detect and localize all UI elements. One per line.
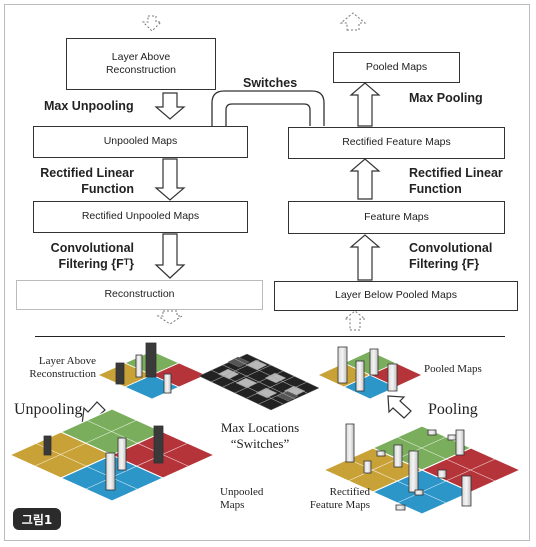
figure-tag: 그림1 [13,508,61,530]
label-relu-right: Rectified Linear Function [409,166,503,197]
text-unpooling: Unpooling [14,401,83,418]
dashed-output-arrow-left [156,310,184,325]
grid-switches-lines [210,358,308,405]
grid-unpooled-lines [34,419,189,490]
text-layer-above: Layer Above Reconstruction [29,355,96,380]
figure-frame [4,4,530,541]
label-relu-left: Rectified Linear Function [40,166,134,197]
bars-unpooled [43,425,164,491]
down-arrow-relu-left [154,158,186,201]
text-max-locations: Max Locations “Switches” [220,420,300,451]
dashed-output-arrow-right [339,12,367,31]
label-conv-left: Convolutional Filtering {Fᵀ} [50,241,134,272]
box-unpooled-maps: Unpooled Maps [33,126,248,158]
up-arrow-pool [349,82,381,127]
box-rectified-unpooled-maps: Rectified Unpooled Maps [33,201,248,233]
box-reconstruction: Reconstruction [16,280,263,310]
switches-connector [211,90,325,126]
label-max-pooling: Max Pooling [409,91,483,105]
box-feature-maps: Feature Maps [288,201,505,234]
dashed-input-arrow-right [343,310,367,331]
dashed-input-arrow-left [141,15,163,32]
down-arrow-unpool [154,92,186,120]
section-divider [35,336,505,337]
box-layer-above-reconstruction: Layer Above Reconstruction [66,38,216,90]
pooling-arrow [387,395,412,419]
text-rectified-feature-maps: Rectified Feature Maps [309,486,370,512]
box-pooled-maps: Pooled Maps [333,52,460,83]
bars-pooled [337,346,398,392]
box-layer-below-pooled-maps: Layer Below Pooled Maps [274,281,518,311]
up-arrow-conv-right [349,234,381,281]
text-unpooled-maps: Unpooled Maps [220,486,264,512]
label-conv-right: Convolutional Filtering {F} [409,241,493,272]
label-switches: Switches [243,76,298,90]
label-max-unpooling: Max Unpooling [44,99,134,113]
box-rectified-feature-maps: Rectified Feature Maps [288,127,505,159]
bars-layer-above [115,342,172,394]
down-arrow-conv-left [154,233,186,279]
up-arrow-relu-right [349,158,381,200]
text-pooling: Pooling [428,401,478,418]
bars-rectified [345,423,472,511]
text-pooled-maps: Pooled Maps [424,363,482,375]
